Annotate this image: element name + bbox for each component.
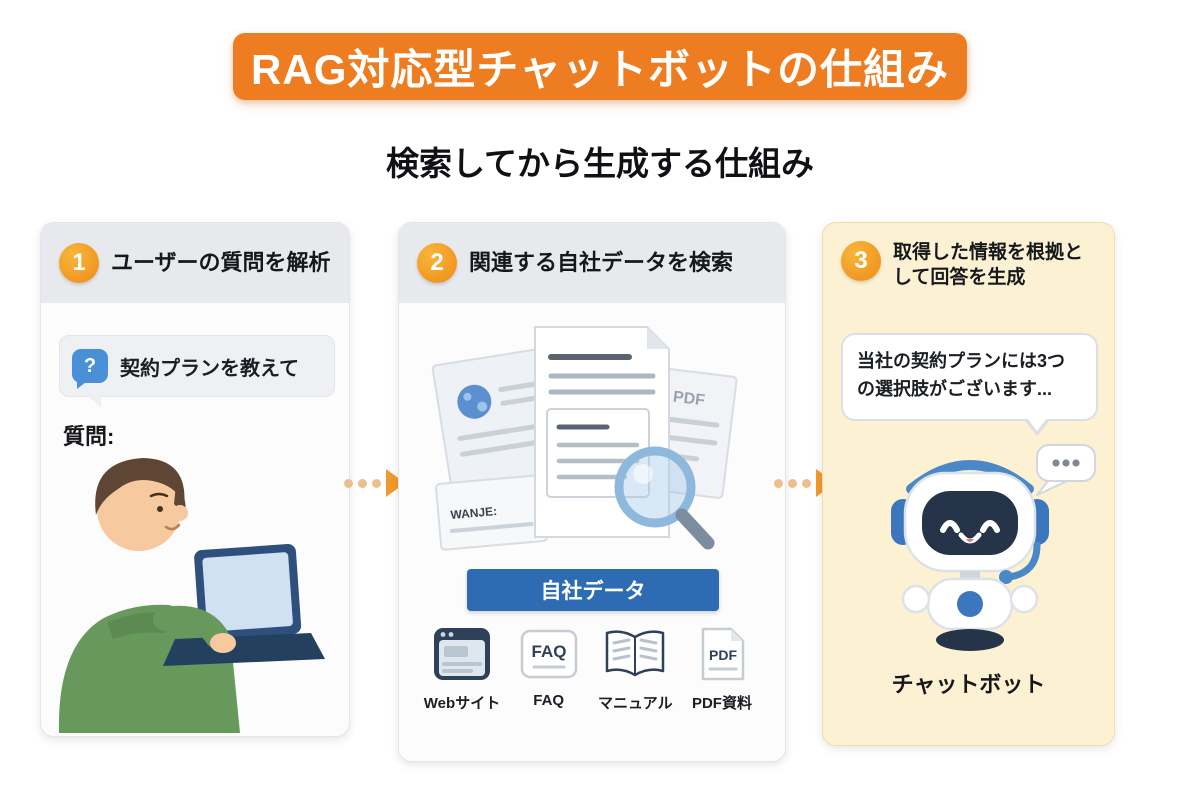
user-question-text: 契約プランを教えて	[120, 357, 299, 380]
title-banner: RAG対応型チャットボットの仕組み	[233, 33, 967, 100]
step-panel-2: 2 関連する自社データを検索 PDF	[398, 222, 786, 762]
magnifier-icon	[614, 446, 715, 550]
robot-caption: チャットボット	[891, 672, 1046, 697]
source-faq: FAQ FAQ	[508, 625, 590, 713]
source-label: Webサイト	[423, 695, 501, 712]
source-pdf: PDF PDF資料	[681, 625, 763, 713]
arrow-dot-icon	[802, 478, 811, 488]
documents-illustration: PDF WANJE:	[431, 326, 738, 551]
arrow-dot-icon	[372, 478, 381, 488]
flow-arrow-1	[344, 468, 405, 498]
step-3-header: 3 取得した情報を根拠として回答を生成	[823, 223, 1114, 319]
svg-text:FAQ: FAQ	[531, 642, 566, 661]
book-icon	[603, 625, 667, 683]
browser-icon	[433, 625, 491, 683]
step-panel-1: 1 ユーザーの質問を解析 ? 契約プランを教えて 質問:	[40, 222, 350, 737]
main-title: RAG対応型チャットボットの仕組み	[251, 46, 949, 93]
arrow-dot-icon	[358, 478, 367, 488]
faq-icon: FAQ	[520, 625, 578, 683]
step-1-number-badge: 1	[59, 243, 99, 283]
step-2-number-badge: 2	[417, 243, 457, 283]
user-question-bubble: ? 契約プランを教えて	[59, 335, 335, 407]
bot-answer-bubble: 当社の契約プランには3つの選択肢がございます...	[841, 333, 1098, 436]
subtitle: 検索してから生成する仕組み	[385, 145, 814, 182]
pdf-icon: PDF	[693, 625, 751, 683]
source-manual: マニュアル	[594, 625, 676, 713]
pdf-watermark: PDF	[672, 389, 706, 410]
step-1-title: ユーザーの質問を解析	[111, 249, 331, 275]
svg-text:PDF: PDF	[709, 647, 737, 663]
step-2-header: 2 関連する自社データを検索	[399, 223, 785, 303]
question-mark-icon: ?	[72, 349, 108, 389]
company-data-banner: 自社データ	[467, 569, 719, 611]
step-3-number-badge: 3	[841, 241, 881, 281]
typing-dots-icon	[1036, 444, 1096, 496]
arrow-dot-icon	[788, 478, 797, 488]
doc-watermark: WANJE:	[450, 504, 498, 522]
step-panel-3: 3 取得した情報を根拠として回答を生成 当社の契約プランには3つの選択肢がござい…	[822, 222, 1115, 746]
source-label: PDF資料	[691, 695, 752, 712]
source-label: FAQ	[533, 692, 565, 709]
step-1-header: 1 ユーザーの質問を解析	[41, 223, 349, 303]
user-illustration	[58, 458, 325, 733]
data-sources-row: Webサイト FAQ FAQ	[399, 625, 785, 713]
source-website: Webサイト	[421, 625, 503, 713]
arrow-dot-icon	[344, 478, 353, 488]
step-2-title: 関連する自社データを検索	[469, 249, 734, 275]
question-caption: 質問:	[63, 424, 115, 449]
arrow-dot-icon	[774, 478, 783, 488]
source-label: マニュアル	[598, 695, 673, 712]
robot-illustration	[891, 444, 1096, 651]
step-3-title: 取得した情報を根拠として回答を生成	[893, 242, 1084, 288]
